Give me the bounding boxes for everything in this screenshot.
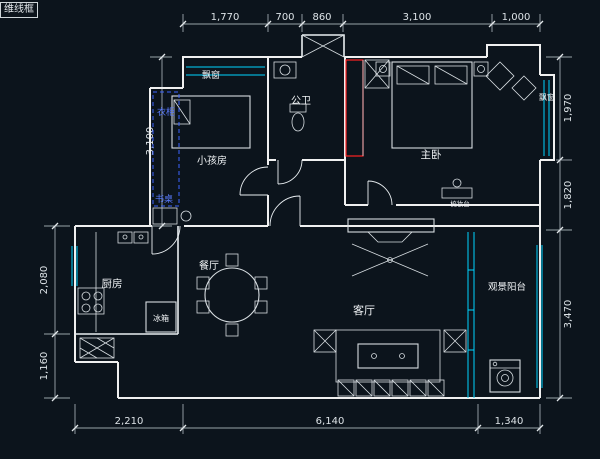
door-layer xyxy=(151,159,393,255)
dim-top-3: 3,100 xyxy=(403,12,432,23)
dim-top-2: 860 xyxy=(312,12,331,23)
dim-right-0: 1,970 xyxy=(563,94,574,123)
label-balcony: 观景阳台 xyxy=(488,281,526,293)
dim-top-0: 1,770 xyxy=(211,12,240,23)
room-kids: 飘窗 衣柜 小孩房 书桌 xyxy=(152,69,251,225)
label-bay-window-top: 飘窗 xyxy=(202,69,220,81)
room-kitchen: 厨房 冰箱 xyxy=(77,231,177,359)
window-layer xyxy=(71,66,550,398)
room-balcony: 观景阳台 xyxy=(488,281,526,393)
label-master-bedroom: 主卧 xyxy=(421,148,442,161)
dim-bottom-0: 2,210 xyxy=(115,416,144,427)
label-bathroom: 公卫 xyxy=(291,96,311,107)
room-bathroom: 公卫 xyxy=(273,61,311,132)
label-bay-window-right: 飘窗 xyxy=(539,92,555,102)
dim-left-2: 1,160 xyxy=(39,352,50,381)
label-desk: 书桌 xyxy=(155,193,173,205)
label-kids-room: 小孩房 xyxy=(197,154,227,167)
dim-bottom-1: 6,140 xyxy=(316,416,345,427)
dim-right-2: 3,470 xyxy=(563,300,574,329)
label-wardrobe: 衣柜 xyxy=(157,106,175,118)
room-master: 主卧 飘窗 梳妆台 xyxy=(375,61,555,208)
dim-right-1: 1,820 xyxy=(563,181,574,210)
label-dining-room: 餐厅 xyxy=(199,259,219,272)
dim-bottom-2: 1,340 xyxy=(495,416,524,427)
dim-top-4: 1,000 xyxy=(502,12,531,23)
room-living: 客厅 xyxy=(313,218,467,397)
wall-layer xyxy=(74,34,555,399)
label-fridge: 冰箱 xyxy=(153,313,169,323)
dim-top-1: 700 xyxy=(275,12,294,23)
dimension-layer: 1,770 700 860 3,100 1,000 3,100 2,080 1,… xyxy=(39,12,574,434)
red-cabinet xyxy=(345,59,364,157)
duct-shaft xyxy=(364,59,390,89)
viewport-style-control[interactable]: 维线框 xyxy=(0,2,38,18)
label-kitchen: 厨房 xyxy=(102,277,123,290)
label-dressing-table: 梳妆台 xyxy=(450,199,470,208)
dim-left-1: 2,080 xyxy=(39,266,50,295)
room-dining: 餐厅 xyxy=(196,253,268,337)
label-living-room: 客厅 xyxy=(353,303,375,317)
